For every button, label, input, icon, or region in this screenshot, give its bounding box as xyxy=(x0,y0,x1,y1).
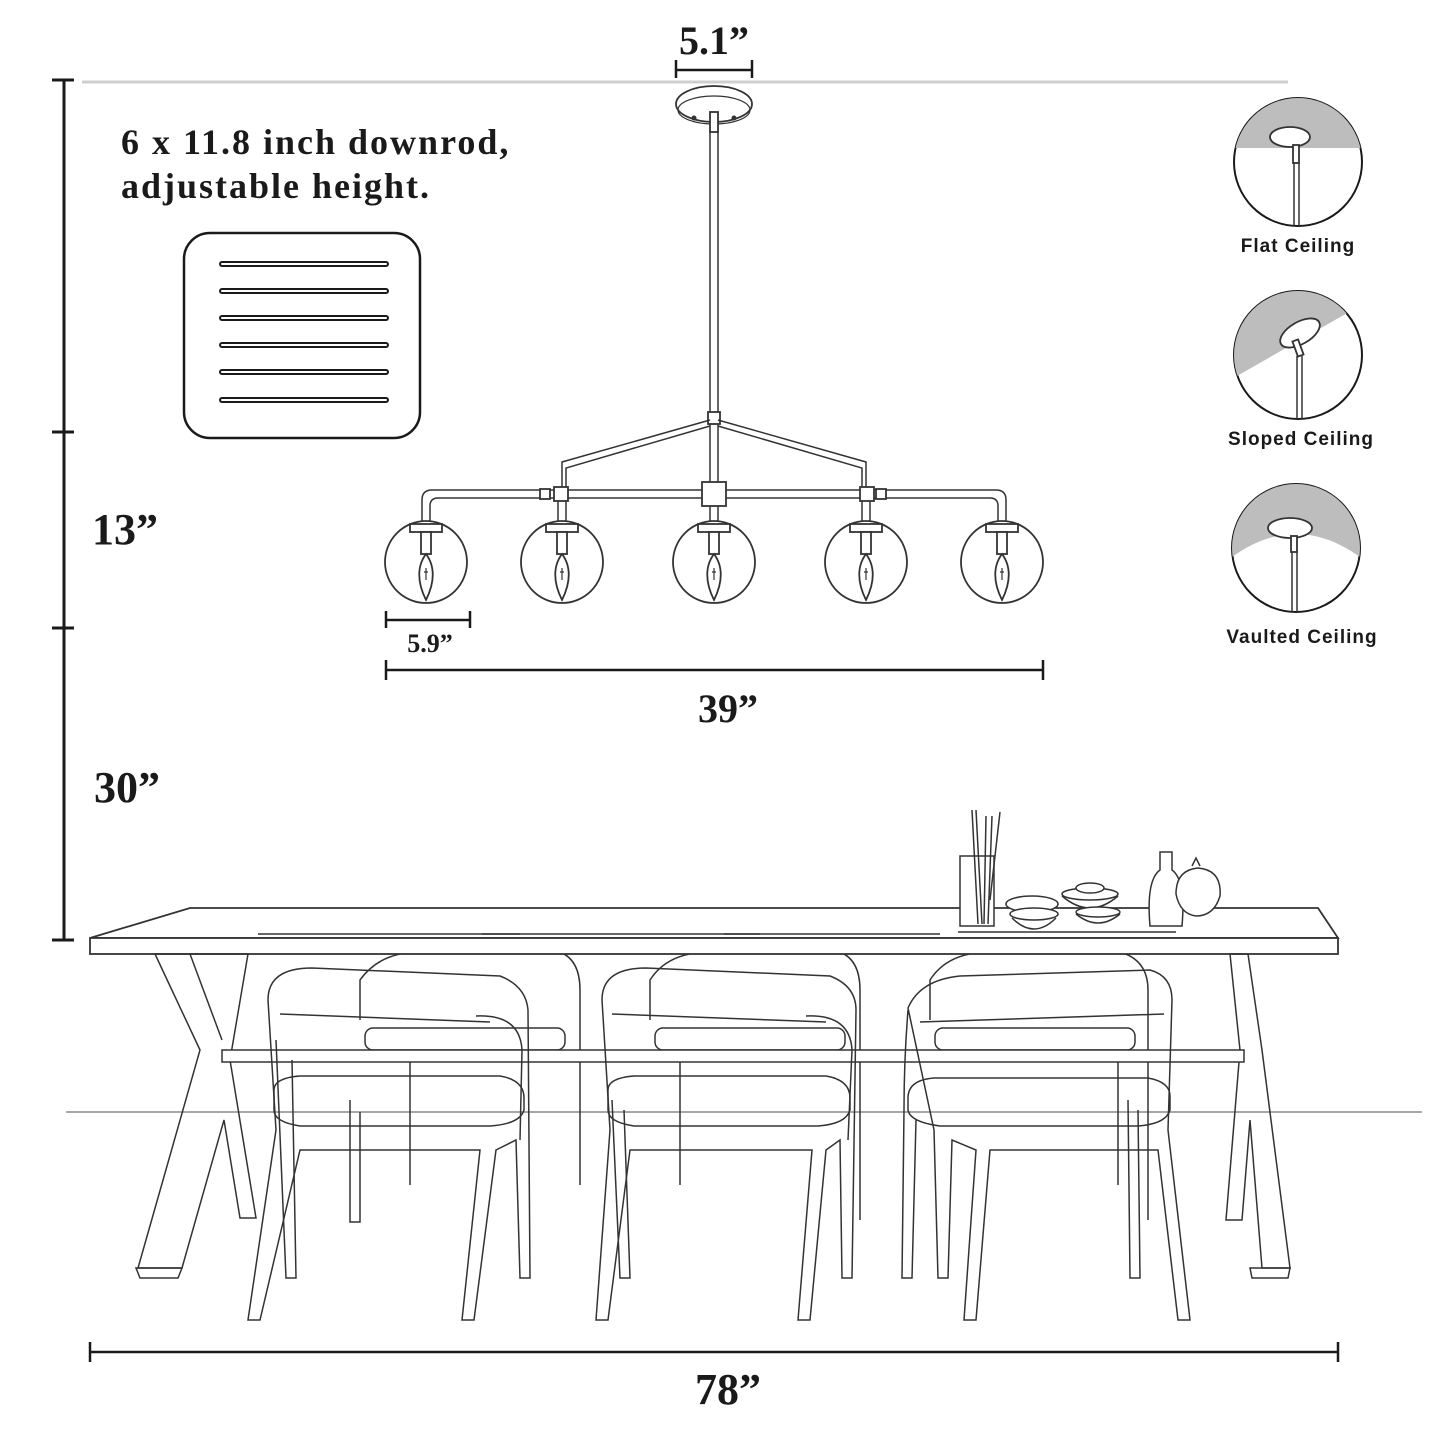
front-chair-center xyxy=(595,967,857,1321)
globe-diameter-bar xyxy=(384,611,472,628)
flat-ceiling-label: Flat Ceiling xyxy=(1241,236,1355,257)
sloped-ceiling-label: Sloped Ceiling xyxy=(1228,429,1374,450)
table-width-label: 78” xyxy=(695,1365,761,1414)
vaulted-ceiling-label: Vaulted Ceiling xyxy=(1226,627,1377,648)
height-dimension-bar xyxy=(52,78,74,942)
downrod-note-line1: 6 x 11.8 inch downrod, xyxy=(121,122,510,162)
front-chair-right xyxy=(901,969,1191,1321)
globe-shade xyxy=(960,520,1044,604)
chandelier-fixture xyxy=(421,85,1007,522)
hang-height-label: 30” xyxy=(94,763,160,812)
canopy-width-bar xyxy=(674,60,754,78)
downrod-note-line2: adjustable height. xyxy=(121,166,431,206)
dining-table xyxy=(89,907,1340,1279)
back-chairs xyxy=(359,951,1149,1220)
globe-shade xyxy=(520,520,604,604)
globe-shade xyxy=(672,520,756,604)
globe-shade xyxy=(824,520,908,604)
tabletop-items xyxy=(959,809,1221,930)
globe-diameter-label: 5.9” xyxy=(407,629,453,658)
fixture-width-bar xyxy=(384,660,1045,680)
fixture-width-label: 39” xyxy=(698,686,758,731)
sloped-ceiling-icon xyxy=(1233,290,1363,420)
front-chair-left xyxy=(247,967,531,1321)
globe-shade xyxy=(384,520,468,604)
vaulted-ceiling-icon xyxy=(1231,483,1361,613)
flat-ceiling-icon xyxy=(1233,97,1363,227)
table-width-bar xyxy=(88,1342,1340,1362)
canopy-width-label: 5.1” xyxy=(679,18,749,63)
fixture-height-label: 13” xyxy=(92,505,158,554)
downrod-pieces-icon xyxy=(182,231,422,440)
